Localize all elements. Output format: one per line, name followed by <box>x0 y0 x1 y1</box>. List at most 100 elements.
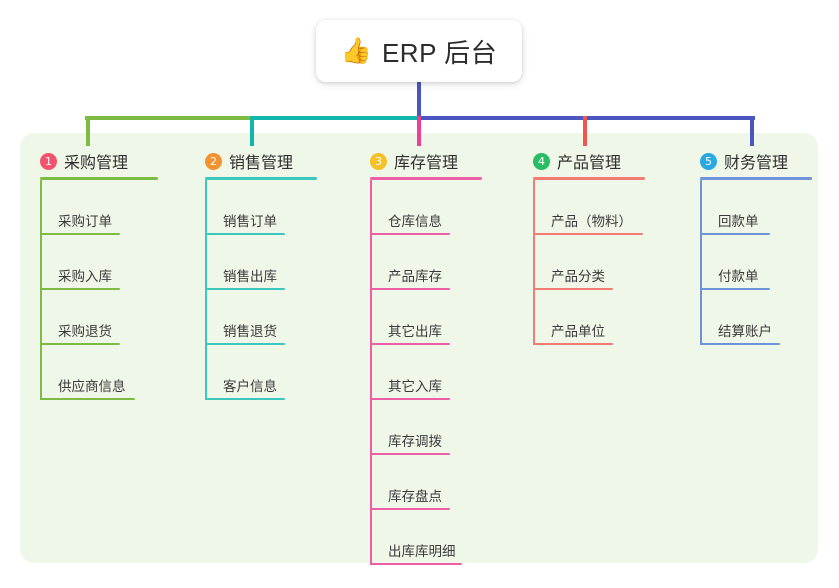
leaf-spine <box>370 345 372 400</box>
leaf-spine <box>700 235 702 290</box>
leaf-node[interactable]: 库存盘点 <box>370 455 482 510</box>
branch-underline <box>700 177 812 180</box>
leaf-node[interactable]: 结算账户 <box>700 290 812 345</box>
leaf-label: 产品库存 <box>388 269 442 284</box>
root-title: ERP 后台 <box>381 37 498 68</box>
leaf-label: 产品单位 <box>551 324 605 339</box>
leaf-list: 产品（物料） 产品分类产品单位 <box>533 180 645 345</box>
leaf-underline <box>370 343 450 345</box>
leaf-spine <box>533 180 535 235</box>
leaf-node[interactable]: 回款单 <box>700 180 812 235</box>
leaf-node[interactable]: 采购退货 <box>40 290 158 345</box>
leaf-underline <box>40 343 120 345</box>
leaf-underline <box>40 288 120 290</box>
leaf-label: 其它入库 <box>388 379 442 394</box>
leaf-node[interactable]: 客户信息 <box>205 345 317 400</box>
leaf-label: 结算账户 <box>718 324 772 339</box>
leaf-spine <box>205 345 207 400</box>
leaf-underline <box>370 453 450 455</box>
leaf-spine <box>700 180 702 235</box>
leaf-label: 付款单 <box>718 269 759 284</box>
leaf-node[interactable]: 采购订单 <box>40 180 158 235</box>
leaf-underline <box>533 288 613 290</box>
branch-number-badge: 2 <box>205 152 222 170</box>
leaf-label: 仓库信息 <box>388 214 442 229</box>
branch-underline <box>533 177 645 180</box>
leaf-underline <box>370 563 462 565</box>
leaf-node[interactable]: 产品分类 <box>533 235 645 290</box>
branch-underline <box>205 177 317 180</box>
leaf-label: 客户信息 <box>223 379 277 394</box>
leaf-node[interactable]: 付款单 <box>700 235 812 290</box>
leaf-spine <box>370 180 372 235</box>
leaf-node[interactable]: 库存调拨 <box>370 400 482 455</box>
leaf-node[interactable]: 仓库信息 <box>370 180 482 235</box>
leaf-label: 销售出库 <box>223 269 277 284</box>
leaf-label: 库存盘点 <box>388 489 442 504</box>
branch-number-badge: 5 <box>700 152 717 170</box>
leaf-label: 出库库明细 <box>388 544 456 559</box>
leaf-underline <box>700 343 780 345</box>
leaf-node[interactable]: 其它入库 <box>370 345 482 400</box>
leaf-underline <box>533 343 613 345</box>
branch-header-1[interactable]: 1 采购管理 <box>40 150 158 172</box>
leaf-list: 销售订单销售出库销售退货客户信息 <box>205 180 317 400</box>
root-node-card[interactable]: 👍 ERP 后台 <box>316 20 522 82</box>
leaf-label: 采购退货 <box>58 324 112 339</box>
leaf-node[interactable]: 采购入库 <box>40 235 158 290</box>
thumbs-up-icon: 👍 <box>340 36 372 65</box>
leaf-label: 供应商信息 <box>58 379 126 394</box>
branch-title: 产品管理 <box>557 155 622 172</box>
leaf-spine <box>700 290 702 345</box>
leaf-node[interactable]: 销售订单 <box>205 180 317 235</box>
leaf-node[interactable]: 产品（物料） <box>533 180 645 235</box>
branch-underline <box>370 177 482 180</box>
leaf-list: 仓库信息产品库存其它出库其它入库库存调拨库存盘点出库库明细 <box>370 180 482 565</box>
leaf-underline <box>533 233 643 235</box>
leaf-node[interactable]: 销售退货 <box>205 290 317 345</box>
leaf-label: 销售退货 <box>223 324 277 339</box>
leaf-spine <box>40 290 42 345</box>
leaf-node[interactable]: 产品库存 <box>370 235 482 290</box>
branch-header-4[interactable]: 4 产品管理 <box>533 150 645 172</box>
leaf-node[interactable]: 产品单位 <box>533 290 645 345</box>
branch-title: 采购管理 <box>64 155 129 172</box>
leaf-spine <box>370 235 372 290</box>
leaf-list: 采购订单采购入库采购退货供应商信息 <box>40 180 158 400</box>
leaf-spine <box>205 180 207 235</box>
leaf-spine <box>370 455 372 510</box>
leaf-spine <box>205 290 207 345</box>
leaf-spine <box>205 235 207 290</box>
leaf-spine <box>370 510 372 565</box>
leaf-underline <box>40 233 120 235</box>
leaf-node[interactable]: 其它出库 <box>370 290 482 345</box>
branch-number-badge: 4 <box>533 152 550 170</box>
leaf-underline <box>205 288 285 290</box>
leaf-node[interactable]: 供应商信息 <box>40 345 158 400</box>
leaf-spine <box>370 290 372 345</box>
branches-panel <box>20 133 818 563</box>
leaf-underline <box>370 233 450 235</box>
branch-title: 库存管理 <box>394 155 459 172</box>
branch-underline <box>40 177 158 180</box>
leaf-node[interactable]: 销售出库 <box>205 235 317 290</box>
leaf-label: 产品分类 <box>551 269 605 284</box>
leaf-underline <box>700 288 770 290</box>
branch-number-badge: 1 <box>40 152 57 170</box>
leaf-label: 采购入库 <box>58 269 112 284</box>
leaf-node[interactable]: 出库库明细 <box>370 510 482 565</box>
leaf-spine <box>533 235 535 290</box>
leaf-label: 库存调拨 <box>388 434 442 449</box>
leaf-label: 采购订单 <box>58 214 112 229</box>
leaf-spine <box>40 180 42 235</box>
leaf-spine <box>533 290 535 345</box>
leaf-underline <box>370 398 450 400</box>
